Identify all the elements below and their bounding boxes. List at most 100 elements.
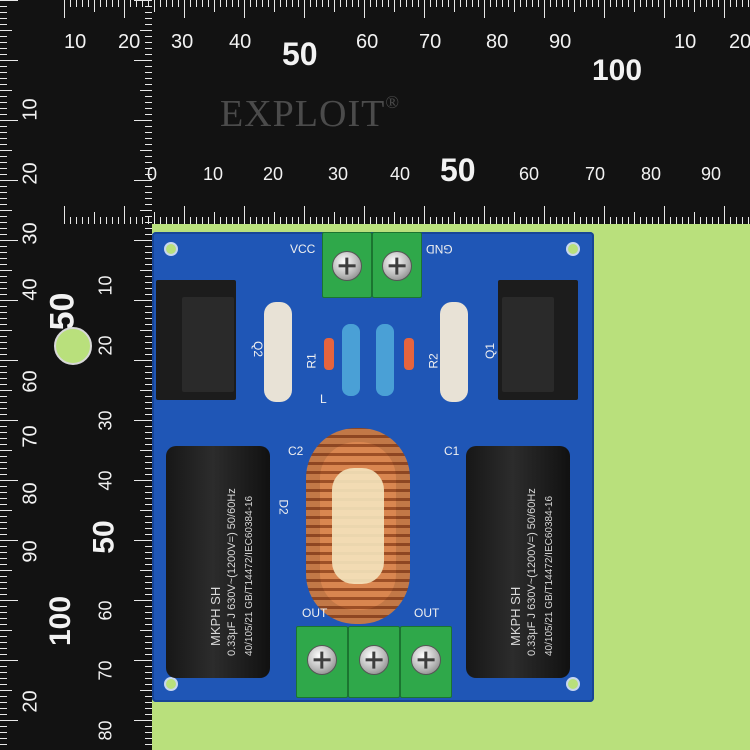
left-ruler-tick bbox=[0, 612, 7, 613]
top-ruler-tick bbox=[724, 0, 725, 18]
left-ruler-tick bbox=[145, 552, 152, 553]
top-ruler-tick bbox=[472, 0, 473, 7]
top-ruler-tick bbox=[400, 0, 401, 7]
left-ruler-tick bbox=[145, 456, 152, 457]
left-ruler-tick bbox=[134, 0, 152, 1]
left-ruler-tick bbox=[145, 618, 152, 619]
top-ruler-tick bbox=[508, 217, 509, 224]
left-ruler-tick bbox=[145, 342, 152, 343]
left-ruler-tick bbox=[0, 186, 7, 187]
top-ruler-tick bbox=[124, 0, 125, 18]
ruler-brand-logo: EXPLOIT® bbox=[220, 92, 400, 136]
label-d2: D2 bbox=[276, 499, 291, 515]
top-ruler-tick bbox=[490, 0, 491, 7]
left-ruler-tick bbox=[0, 126, 7, 127]
mosfet-q1 bbox=[502, 297, 554, 392]
top-ruler-tick bbox=[598, 0, 599, 7]
top-ruler-tick bbox=[112, 0, 113, 7]
top-ruler-tick bbox=[352, 0, 353, 7]
top-ruler-tick bbox=[730, 217, 731, 224]
left-ruler-tick bbox=[0, 54, 7, 55]
left-ruler-tick bbox=[0, 696, 7, 697]
left-ruler-tick bbox=[145, 642, 152, 643]
left-ruler-tick bbox=[0, 726, 7, 727]
left-ruler-tick bbox=[0, 690, 12, 691]
top-ruler-tick bbox=[88, 217, 89, 224]
terminal-out-2 bbox=[348, 626, 400, 698]
left-ruler-tick bbox=[0, 420, 18, 421]
top-ruler-tick bbox=[184, 0, 185, 18]
top-ruler-tick bbox=[82, 217, 83, 224]
left-ruler-tick bbox=[145, 132, 152, 133]
top-ruler-tick bbox=[316, 217, 317, 224]
left-ruler-tick bbox=[145, 684, 152, 685]
top-ruler-tick bbox=[406, 217, 407, 224]
left-ruler-tick bbox=[0, 720, 18, 721]
board-hole-bottom-left bbox=[164, 677, 178, 691]
top-ruler-tick bbox=[190, 0, 191, 7]
left-ruler-tick bbox=[145, 66, 152, 67]
top-ruler-tick bbox=[514, 0, 515, 12]
left-ruler-tick bbox=[145, 174, 152, 175]
left-ruler-tick bbox=[0, 408, 7, 409]
top-ruler-lower-label-90: 90 bbox=[701, 164, 722, 184]
left-ruler-label-b-70: 70 bbox=[95, 660, 116, 681]
top-ruler-tick bbox=[718, 217, 719, 224]
top-ruler-tick bbox=[616, 0, 617, 7]
left-ruler-tick bbox=[134, 420, 152, 421]
left-ruler-tick bbox=[145, 696, 152, 697]
top-ruler-tick bbox=[388, 217, 389, 224]
top-ruler bbox=[60, 0, 750, 224]
top-ruler-tick bbox=[568, 0, 569, 7]
left-ruler-tick bbox=[0, 156, 7, 157]
terminal-out-3 bbox=[400, 626, 452, 698]
top-ruler-tick bbox=[448, 0, 449, 7]
top-ruler-label-100: 100 bbox=[592, 54, 643, 87]
top-ruler-tick bbox=[742, 217, 743, 224]
top-ruler-tick bbox=[706, 0, 707, 7]
left-ruler-tick bbox=[145, 612, 152, 613]
left-ruler-tick bbox=[145, 288, 152, 289]
top-ruler-tick bbox=[526, 0, 527, 7]
top-ruler-tick bbox=[562, 217, 563, 224]
top-ruler-tick bbox=[214, 0, 215, 12]
left-ruler-tick bbox=[0, 630, 12, 631]
top-ruler-tick bbox=[94, 212, 95, 224]
mosfet-q2 bbox=[182, 297, 234, 392]
resistor-q2-gate bbox=[264, 302, 292, 402]
left-ruler-tick bbox=[0, 150, 12, 151]
left-ruler-tick bbox=[140, 630, 152, 631]
top-ruler-tick bbox=[322, 217, 323, 224]
left-ruler-tick bbox=[0, 384, 7, 385]
left-ruler-tick bbox=[0, 480, 18, 481]
board-hole-top-left bbox=[164, 242, 178, 256]
top-ruler-label-60: 60 bbox=[356, 31, 379, 53]
left-ruler-tick bbox=[0, 468, 7, 469]
top-ruler-label-110: 10 bbox=[674, 31, 697, 53]
left-ruler-tick bbox=[145, 636, 152, 637]
left-ruler-tick bbox=[145, 324, 152, 325]
top-ruler-tick bbox=[670, 0, 671, 7]
left-ruler-tick bbox=[145, 708, 152, 709]
left-ruler-tick bbox=[0, 348, 7, 349]
left-ruler-tick bbox=[0, 744, 7, 745]
left-ruler-tick bbox=[0, 444, 7, 445]
top-ruler-tick bbox=[130, 217, 131, 224]
top-ruler-tick bbox=[478, 0, 479, 7]
left-ruler-tick bbox=[145, 558, 152, 559]
top-ruler-tick bbox=[688, 0, 689, 7]
left-ruler-tick bbox=[145, 714, 152, 715]
left-ruler-tick bbox=[134, 660, 152, 661]
left-ruler-tick bbox=[0, 18, 7, 19]
top-ruler-tick bbox=[622, 217, 623, 224]
left-ruler-tick bbox=[0, 24, 7, 25]
resistor-blue-1 bbox=[342, 324, 360, 396]
screw-gnd bbox=[382, 251, 412, 281]
left-ruler-tick bbox=[145, 366, 152, 367]
top-ruler-tick bbox=[646, 217, 647, 224]
left-ruler-tick bbox=[0, 654, 7, 655]
top-ruler-tick bbox=[376, 0, 377, 7]
left-ruler-tick bbox=[145, 156, 152, 157]
left-ruler-tick bbox=[145, 192, 152, 193]
left-ruler-tick bbox=[0, 312, 7, 313]
